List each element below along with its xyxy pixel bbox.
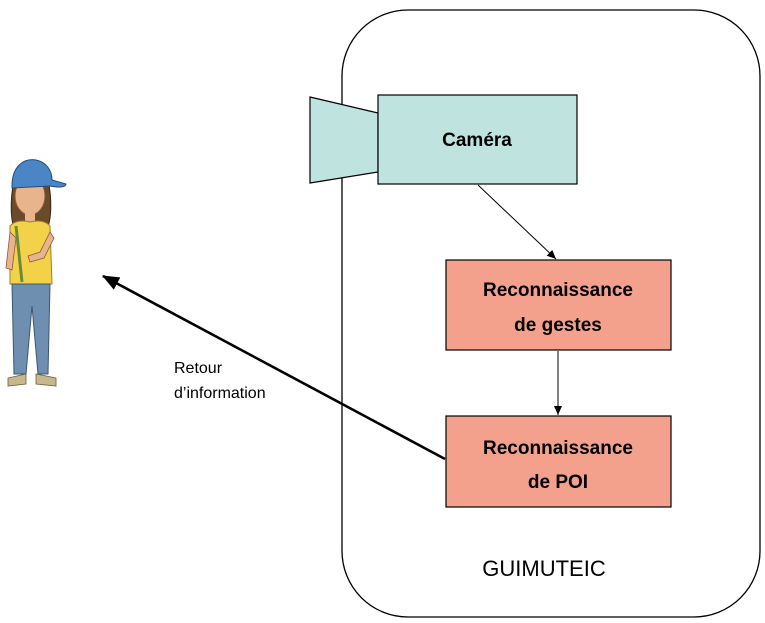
poi-recognition-label-line2: de POI — [528, 472, 588, 493]
camera-label: Caméra — [442, 130, 512, 151]
gesture-recognition-label-line1: Reconnaissance — [483, 280, 633, 301]
camera-to-gesture-arrow — [477, 184, 557, 260]
gesture-recognition-node: Reconnaissance de gestes — [445, 259, 672, 351]
camera-node: Caméra — [309, 94, 578, 185]
camera-lens-shape — [309, 96, 379, 184]
system-container — [341, 9, 761, 618]
feedback-arrow — [102, 274, 446, 461]
system-label: GUIMUTEIC — [482, 556, 606, 581]
gesture-recognition-label-line2: de gestes — [514, 315, 602, 336]
camera-box — [377, 94, 578, 185]
poi-recognition-node: Reconnaissance de POI — [445, 415, 672, 508]
person-with-cap-icon — [5, 159, 67, 387]
feedback-label-line1: Retour — [174, 360, 223, 377]
poi-recognition-box — [445, 415, 672, 508]
feedback-label-line2: d’information — [174, 385, 266, 402]
gesture-recognition-box — [445, 259, 672, 351]
poi-recognition-label-line1: Reconnaissance — [483, 438, 633, 459]
